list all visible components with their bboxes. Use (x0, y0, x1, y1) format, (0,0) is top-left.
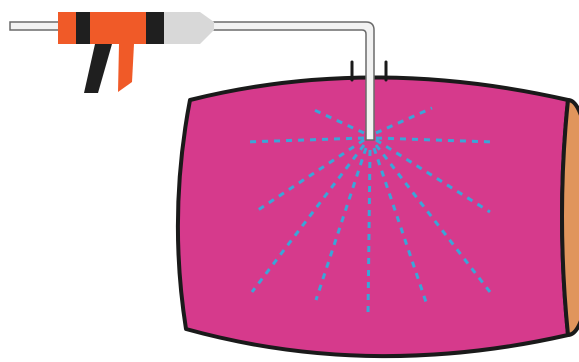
spray-line (314, 147, 368, 301)
spray-pattern (244, 106, 495, 317)
spray-line (375, 136, 495, 144)
spray-line (375, 138, 491, 214)
spray-line (254, 138, 365, 214)
barrel-end (560, 98, 579, 337)
spray-gun (58, 12, 214, 93)
injection-tube (199, 21, 375, 141)
gun-band-front (146, 12, 164, 44)
gun-nozzle (163, 12, 214, 44)
spray-line (244, 136, 365, 144)
spray-line (309, 106, 365, 135)
spray-line (372, 147, 428, 303)
gun-band-rear (76, 12, 90, 44)
gun-trigger (118, 44, 134, 92)
spray-line (375, 106, 433, 135)
gun-handle (84, 44, 112, 93)
rear-tube (9, 21, 63, 31)
spray-line (366, 149, 372, 317)
gun-body (58, 12, 163, 44)
